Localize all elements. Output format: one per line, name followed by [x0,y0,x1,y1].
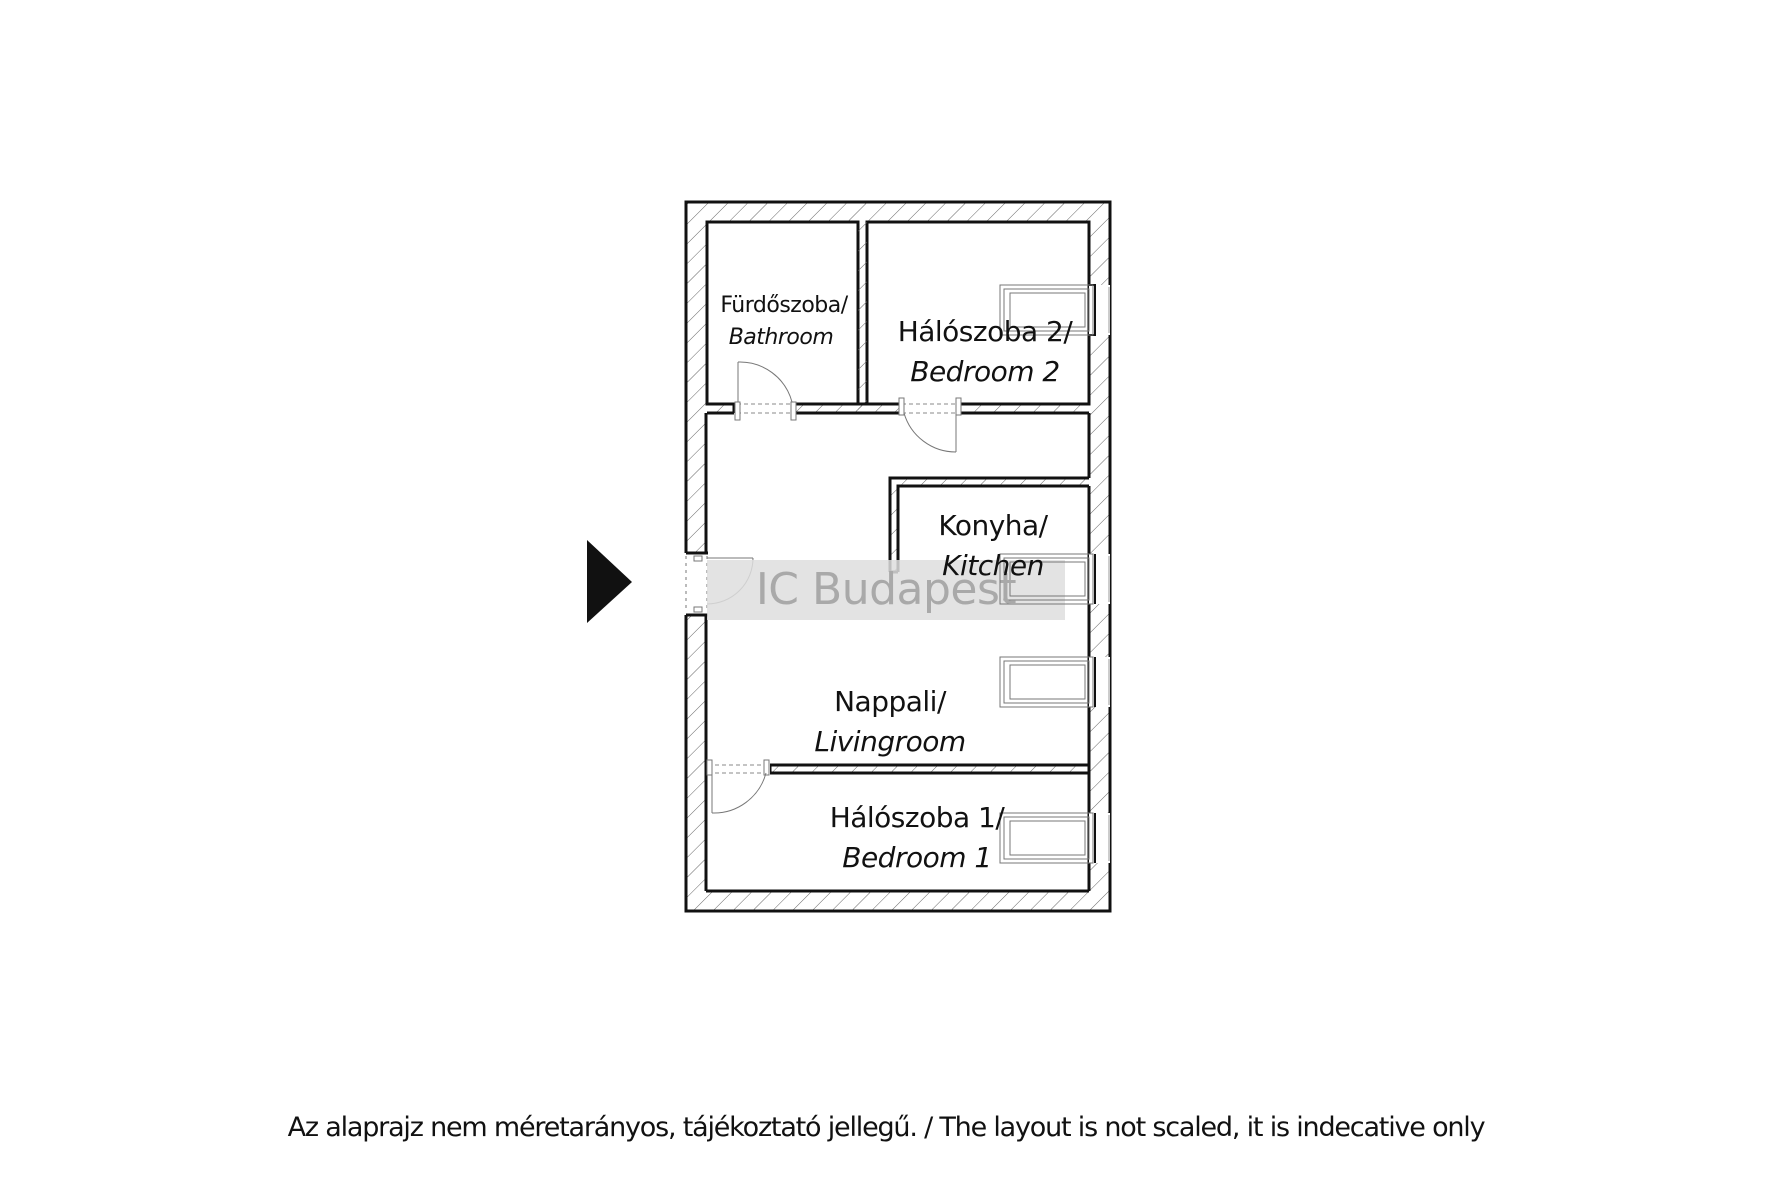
room-label-kitchen: Konyha/ Kitchen [898,506,1088,586]
room-name-hu: Nappali/ [834,685,946,718]
window-kitchen [999,553,1110,605]
room-name-hu: Fürdőszoba/ [720,293,848,318]
room-label-bedroom-2: Hálószoba 2/ Bedroom 2 [880,312,1090,392]
room-name-hu: Hálószoba 2/ [897,315,1073,348]
room-label-bedroom-1: Hálószoba 1/ Bedroom 1 [812,798,1022,878]
entrance-door[interactable] [684,551,754,617]
living-bedroom-divider [768,763,1089,775]
bedroom-2-door[interactable] [898,397,962,453]
room-name-en: Bedroom 2 [910,355,1060,388]
window-bedroom-1 [999,812,1110,864]
disclaimer-text: Az alaprajz nem méretarányos, tájékoztat… [287,1112,1486,1143]
bathroom-door[interactable] [734,361,797,421]
window-bedroom-2 [999,284,1110,336]
room-label-livingroom: Nappali/ Livingroom [780,682,1000,762]
room-name-hu: Konyha/ [938,509,1048,542]
entrance-arrow-icon [587,540,632,623]
watermark-backdrop [707,560,1065,620]
room-name-en: Kitchen [942,549,1044,582]
watermark: IC Budapest [755,564,1017,615]
room-label-bathroom: Fürdőszoba/ Bathroom [710,290,858,354]
window-livingroom [999,656,1110,708]
partition-wall [858,222,867,412]
windows [999,284,1110,864]
room-name-en: Bathroom [728,325,834,350]
room-name-en: Bedroom 1 [842,841,992,874]
room-name-en: Livingroom [814,725,966,758]
room-name-hu: Hálószoba 1/ [829,801,1005,834]
bedroom-1-door[interactable] [706,759,770,814]
